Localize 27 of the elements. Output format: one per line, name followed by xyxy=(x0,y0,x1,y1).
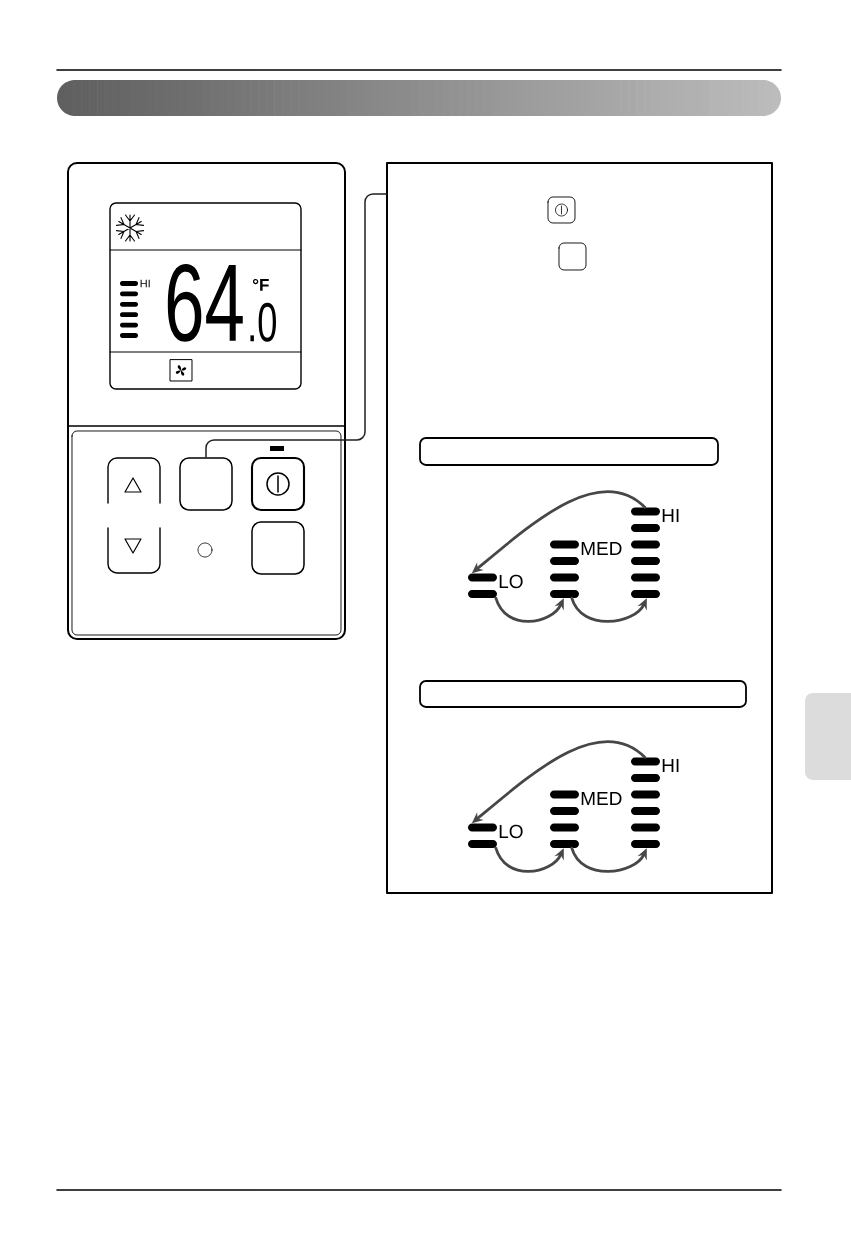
fan-speed-indicator: LO xyxy=(468,573,523,598)
curved-arrow xyxy=(570,596,647,623)
instruction-panel xyxy=(386,162,773,894)
node-label: MED xyxy=(581,791,622,806)
power-button xyxy=(250,456,306,512)
unit-label: °F xyxy=(252,278,269,291)
button xyxy=(251,521,305,575)
fan-speed-indicator: LO xyxy=(468,823,523,848)
heading-band xyxy=(419,680,747,708)
node-label: LO xyxy=(499,824,523,839)
node-label: LO xyxy=(499,574,523,589)
speed-label: HI xyxy=(140,279,150,288)
curved-arrow xyxy=(570,846,647,873)
button xyxy=(179,457,233,511)
node-label: MED xyxy=(581,541,622,556)
node-label: HI xyxy=(662,758,679,773)
fan-speed-indicator: MED xyxy=(550,790,622,848)
fan-speed-indicator: HI xyxy=(631,757,679,848)
heading-band xyxy=(419,437,719,466)
curved-arrow xyxy=(494,596,564,623)
node-label: HI xyxy=(662,508,679,523)
curved-arrow xyxy=(494,846,564,873)
fan-speed-indicator: MED xyxy=(550,540,622,598)
temperature-digits: 64 xyxy=(167,263,243,342)
leader-line xyxy=(205,193,387,458)
fan-speed-indicator: HI xyxy=(631,507,679,598)
decimal-digit: .0 xyxy=(250,302,276,342)
